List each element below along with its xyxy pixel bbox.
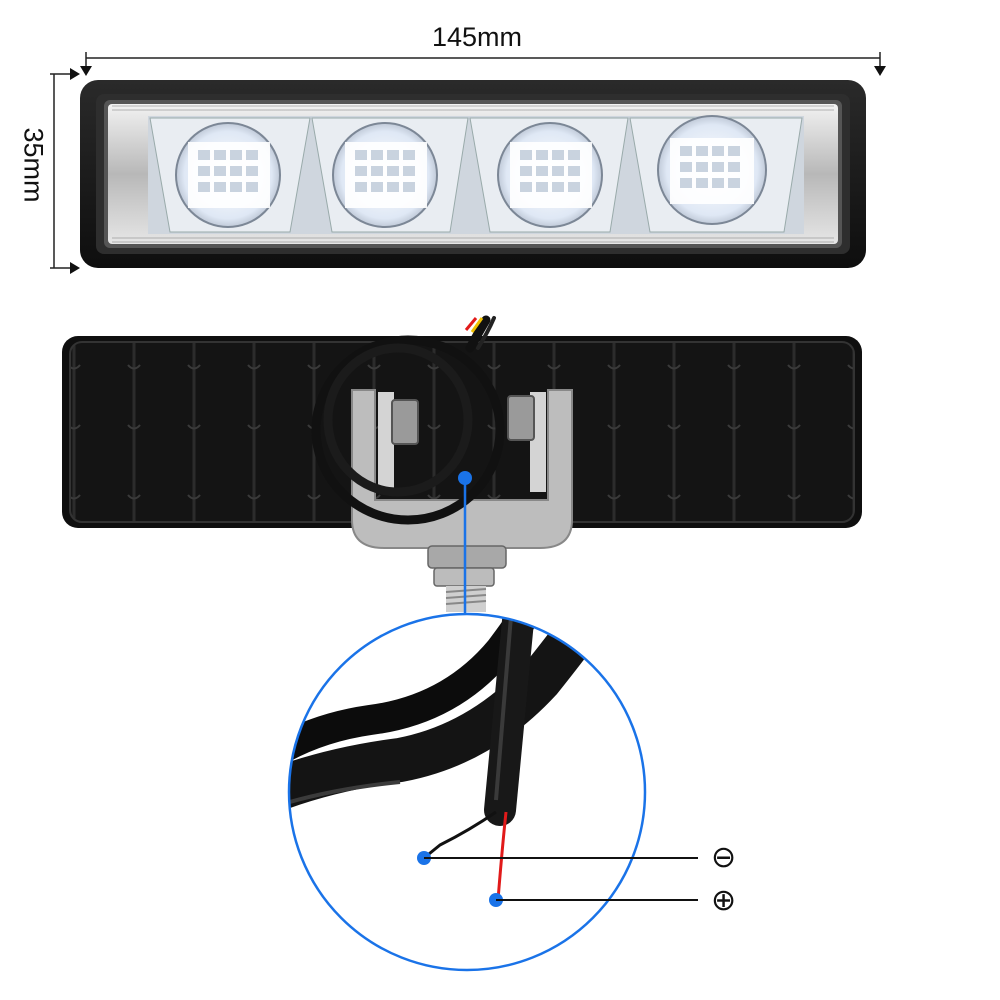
mounting-bolt <box>427 545 507 612</box>
wire-zoom-circle <box>287 612 647 972</box>
width-dimension-line <box>80 52 886 76</box>
positive-leader-line <box>489 893 698 907</box>
led-module-2 <box>311 117 469 233</box>
light-bar-front <box>80 80 866 268</box>
led-module-1 <box>149 117 311 233</box>
nut-left <box>391 399 419 445</box>
negative-leader-line <box>417 851 698 865</box>
coiled-cable <box>311 315 505 525</box>
bezel-texture <box>112 105 834 243</box>
height-dimension-line <box>50 68 80 274</box>
callout-pointer <box>458 471 472 616</box>
height-label: 35mm <box>18 127 49 203</box>
positive-terminal-symbol: ⊕ <box>711 883 737 918</box>
wire-tips <box>464 317 484 333</box>
negative-terminal-symbol: ⊖ <box>711 840 737 875</box>
led-module-4 <box>629 115 803 233</box>
led-module-3 <box>469 117 629 233</box>
light-bar-back <box>62 315 862 612</box>
nut-right <box>507 395 535 441</box>
mounting-bracket <box>351 389 573 549</box>
width-label: 145mm <box>432 22 523 52</box>
